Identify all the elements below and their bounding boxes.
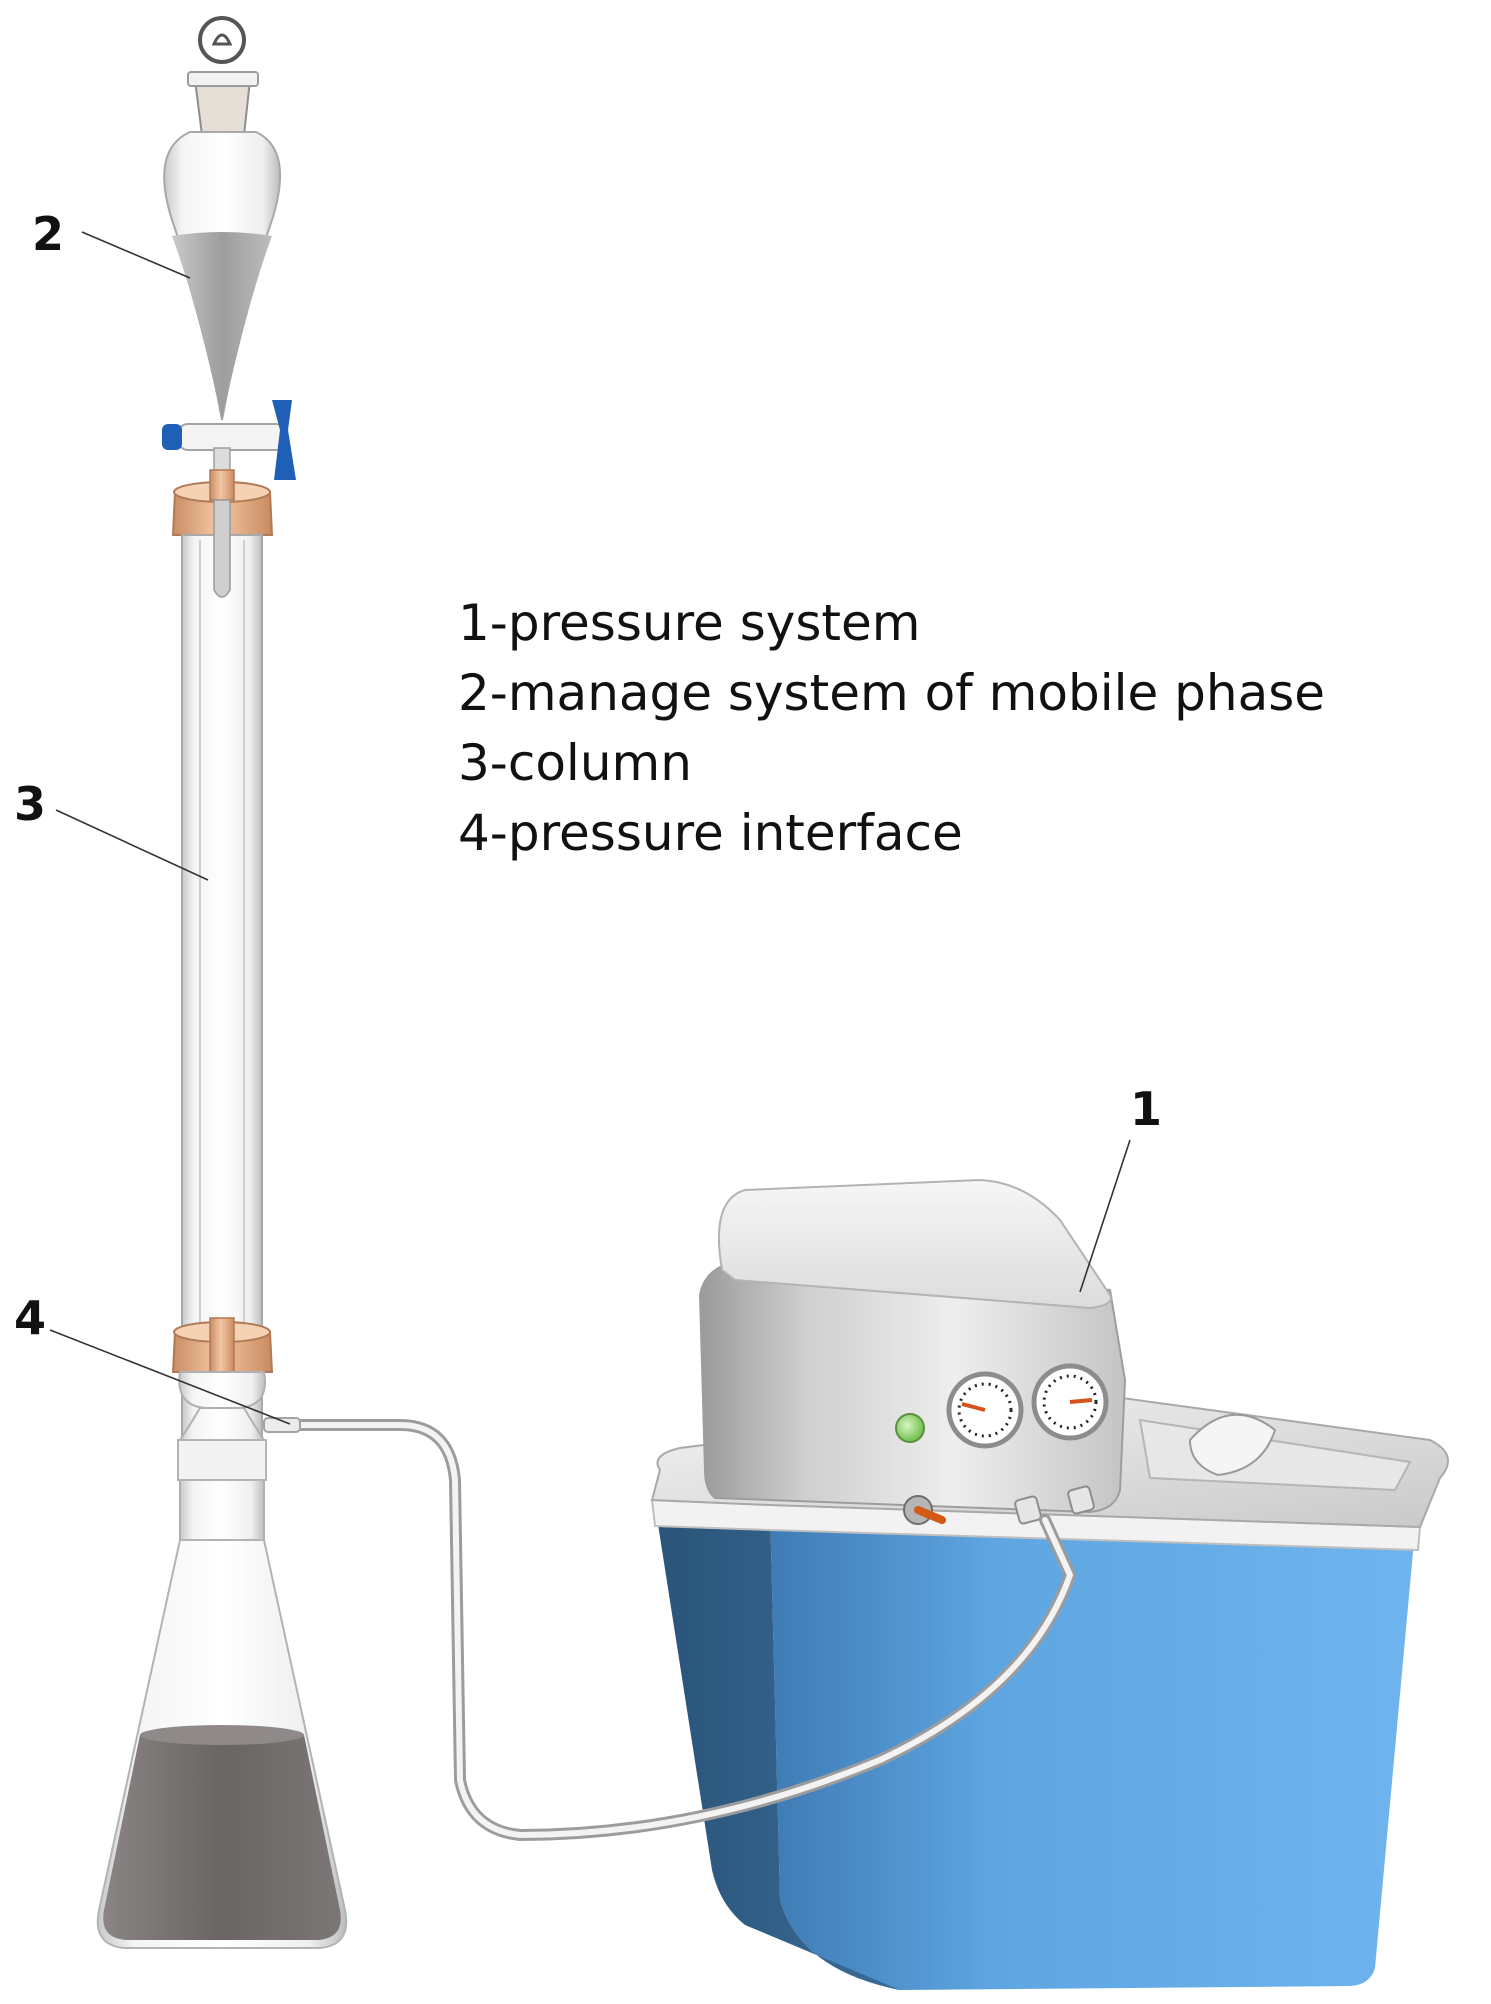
legend-item-pressure-interface: 4-pressure interface bbox=[458, 804, 963, 862]
pressure-interface-sidearm bbox=[263, 1417, 301, 1433]
stopcock-body bbox=[177, 423, 287, 451]
funnel-stopper bbox=[193, 79, 252, 136]
pump-box-top bbox=[718, 1178, 1112, 1310]
pressure-gauge-right bbox=[1031, 1363, 1109, 1441]
pump-tank-front bbox=[770, 1508, 1415, 1990]
callout-label-1: 1 bbox=[1130, 1082, 1162, 1136]
pump-vacuum-port bbox=[1014, 1495, 1042, 1525]
legend: 1-pressure system 2-manage system of mob… bbox=[458, 594, 1325, 862]
funnel-stopper-top-icon bbox=[211, 33, 233, 46]
pump-lid-handle bbox=[1188, 1413, 1277, 1477]
pump-power-led bbox=[895, 1413, 925, 1443]
column-inlet-tube bbox=[213, 499, 231, 598]
pressure-gauge-left bbox=[946, 1371, 1024, 1449]
stopcock-handle bbox=[272, 400, 296, 480]
leader-line-3 bbox=[55, 809, 209, 881]
legend-item-pressure-system: 1-pressure system bbox=[458, 594, 920, 652]
flask-liquid bbox=[103, 1735, 341, 1940]
legend-item-mobile-phase: 2-manage system of mobile phase bbox=[458, 664, 1325, 722]
callout-label-2: 2 bbox=[32, 207, 64, 261]
stopcock-left-cap bbox=[162, 424, 182, 450]
vacuum-hose-highlight bbox=[297, 1422, 1074, 1839]
pump-box-side bbox=[698, 1260, 1127, 1514]
pump-aux-port bbox=[1067, 1485, 1095, 1515]
receiving-flask bbox=[96, 1371, 348, 1949]
separatory-funnel bbox=[162, 16, 296, 519]
flask-joint-bulb bbox=[178, 1371, 266, 1409]
vacuum-pump bbox=[650, 1178, 1449, 1990]
funnel-liquid bbox=[172, 232, 272, 420]
leader-line-1 bbox=[1079, 1139, 1131, 1293]
callout-label-3: 3 bbox=[14, 777, 46, 831]
legend-item-column: 3-column bbox=[458, 734, 692, 792]
callout-label-4: 4 bbox=[14, 1291, 46, 1345]
leader-line-4 bbox=[49, 1329, 291, 1425]
pump-tank-side bbox=[655, 1505, 900, 1990]
pump-toggle-switch bbox=[903, 1495, 946, 1525]
leader-line-2 bbox=[81, 231, 191, 279]
